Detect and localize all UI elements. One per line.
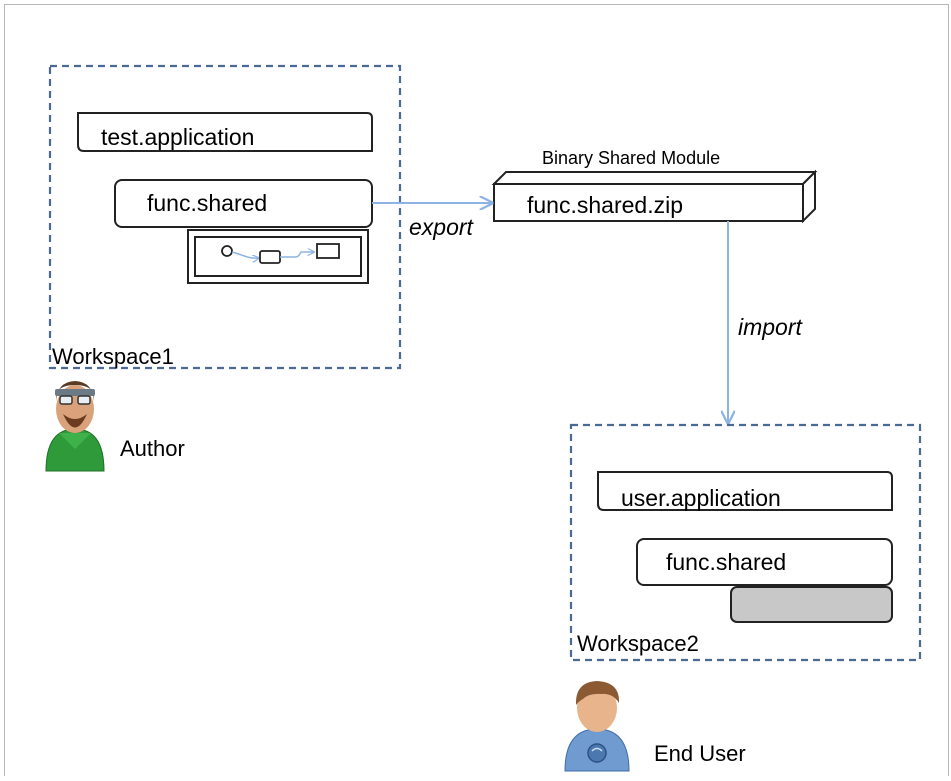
workspace1-label: Workspace1 xyxy=(52,344,174,369)
user-application-label: user.application xyxy=(621,485,781,511)
func-shared-imported-label: func.shared xyxy=(666,549,786,575)
func-shared-box: func.shared xyxy=(114,179,373,228)
flow-start-node-icon xyxy=(221,245,233,257)
test-application-label: test.application xyxy=(101,124,254,150)
import-label: import xyxy=(738,314,804,340)
flow-task-node-icon xyxy=(259,250,281,264)
func-shared-label: func.shared xyxy=(147,190,267,216)
author-label: Author xyxy=(120,436,185,461)
author-icon xyxy=(45,381,105,472)
end-user-icon xyxy=(564,681,630,772)
shared-module-diagram: test.application func.shared Workspace1 xyxy=(45,64,922,772)
user-application-box: user.application xyxy=(597,471,893,511)
process-flow-box xyxy=(187,229,369,284)
flow-connector-2 xyxy=(280,252,314,258)
func-shared-imported-box: func.shared xyxy=(636,538,893,586)
func-shared-zip-label: func.shared.zip xyxy=(527,192,683,218)
binary-content-block xyxy=(730,586,893,623)
workspace2-label: Workspace2 xyxy=(577,631,699,656)
workspace2: user.application func.shared Workspace2 xyxy=(569,423,922,662)
test-application-box: test.application xyxy=(77,112,373,152)
workspace1: test.application func.shared Workspace1 xyxy=(48,64,402,370)
workspace2-border xyxy=(569,423,922,662)
binary-shared-module-title: Binary Shared Module xyxy=(542,148,720,168)
end-user-label: End User xyxy=(654,741,746,766)
flow-end-node-icon xyxy=(316,243,340,259)
func-shared-zip-box: func.shared.zip xyxy=(491,169,818,224)
diagram-frame: test.application func.shared Workspace1 xyxy=(4,4,949,776)
workspace1-border xyxy=(48,64,402,370)
export-label: export xyxy=(409,214,475,240)
flow-connector-1 xyxy=(231,251,259,258)
